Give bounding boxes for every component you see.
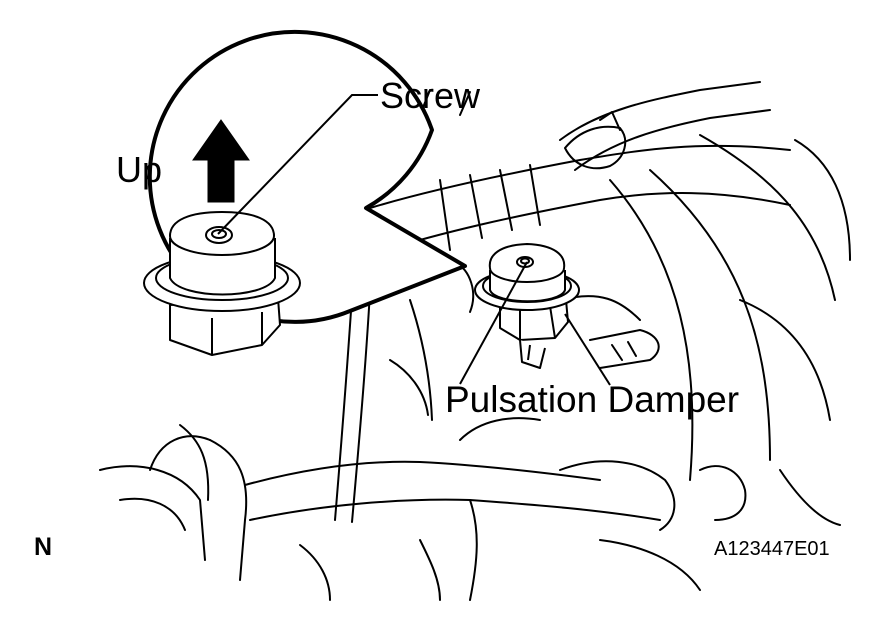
damper-leader-line-2: [564, 313, 611, 386]
screw-leader-line: [217, 94, 378, 235]
screw-label: Screw: [380, 75, 481, 116]
pulsation-damper-part: [474, 243, 580, 369]
pulsation-damper-label: Pulsation Damper: [445, 379, 740, 420]
magnified-damper-part: [143, 211, 301, 356]
orientation-label: N: [34, 533, 53, 561]
up-label: Up: [116, 149, 163, 190]
figure-code-label: A123447E01: [714, 538, 830, 560]
leader-lines: [217, 94, 611, 386]
up-arrow-icon: [192, 119, 250, 203]
damper-leader-line-1: [459, 261, 528, 385]
